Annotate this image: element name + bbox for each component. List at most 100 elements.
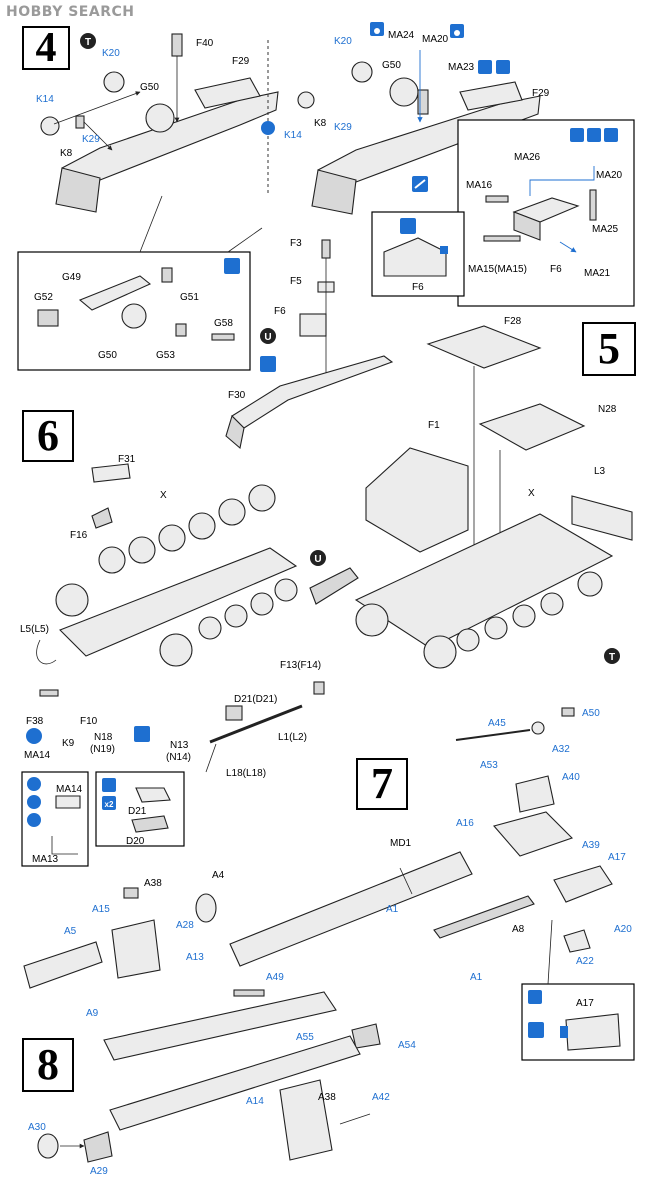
a17-detail-callout <box>547 919 553 985</box>
label-pe-ma21: MA21 <box>584 268 611 279</box>
part-ma23 <box>417 89 429 115</box>
label-k29: K29 <box>82 134 100 145</box>
cut-icon-ma14 <box>26 728 42 744</box>
label-pe-ma26: MA26 <box>514 152 541 163</box>
label-n28: N28 <box>598 404 617 415</box>
label-pe-ma16: MA16 <box>466 180 493 191</box>
glue-icon-idler <box>224 258 240 274</box>
label-f6-step5: F6 <box>274 306 286 317</box>
label-l3: L3 <box>594 466 606 477</box>
label-f38: F38 <box>26 716 44 727</box>
hull-front-plate-right <box>311 169 357 215</box>
label-a1-bottom: A1 <box>470 972 483 983</box>
label-a30: A30 <box>28 1122 46 1133</box>
pe-icons <box>570 128 618 142</box>
superstructure-f1 <box>365 447 469 553</box>
step-8-group: A4 A38 A15 A28 A5 A13 A49 A9 A55 A54 A14… <box>23 870 416 1177</box>
deck-n28 <box>478 403 586 451</box>
label-d21: D21(D21) <box>234 694 277 705</box>
label-a45: A45 <box>488 718 506 729</box>
label-a20: A20 <box>614 924 632 935</box>
label-a8: A8 <box>512 924 525 935</box>
label-f31: F31 <box>118 454 136 465</box>
label-a1-top: A1 <box>386 904 399 915</box>
label-f30: F30 <box>228 390 246 401</box>
label-pe-sub-f6: F6 <box>412 282 424 293</box>
label-a38-lower: A38 <box>318 1092 336 1103</box>
marker-t-step4 <box>80 33 96 49</box>
cap-k14-right <box>297 91 315 109</box>
gun-mount-a9 <box>103 991 337 1061</box>
label-x-step6: X <box>160 490 167 501</box>
part-a50 <box>561 707 575 717</box>
pe-ma26-line <box>529 166 595 196</box>
label-a38: A38 <box>144 878 162 889</box>
cut-icon-ma <box>27 813 41 827</box>
step-7-box: 7 <box>356 758 408 810</box>
part-a32 <box>531 721 545 735</box>
front-plate-step5 <box>309 567 359 605</box>
pe-ma16 <box>485 195 509 203</box>
part-g53 <box>175 323 187 337</box>
part-a42 <box>339 1113 371 1125</box>
part-a45 <box>455 729 531 741</box>
idler-g50-right <box>389 77 419 107</box>
idler-callout-2 <box>227 227 263 253</box>
label-k14: K14 <box>36 94 54 105</box>
label-a54: A54 <box>398 1040 416 1051</box>
label-a9: A9 <box>86 1008 99 1019</box>
gun-barrel-md1 <box>229 851 473 967</box>
label-k20-right: K20 <box>334 36 352 47</box>
cable-l5 <box>36 639 57 665</box>
label-n19: (N19) <box>90 744 115 755</box>
road-wheels-step6-top <box>98 484 276 574</box>
label-n14: (N14) <box>166 752 191 763</box>
label-x-step5: X <box>528 488 535 499</box>
cap-k14 <box>40 116 60 136</box>
marker-u-step5 <box>260 328 276 344</box>
label-k29-right: K29 <box>334 122 352 133</box>
x2-icon <box>102 796 116 810</box>
tow-plate-f29-right <box>459 81 523 111</box>
a17-highlight <box>560 1026 568 1038</box>
label-f16: F16 <box>70 530 88 541</box>
part-f16 <box>91 507 113 529</box>
cut-icon-divider <box>261 121 275 135</box>
label-a50: A50 <box>582 708 600 719</box>
label-ma14: MA14 <box>24 750 51 761</box>
wheel-k20 <box>103 71 125 93</box>
part-d20-detail <box>131 815 169 833</box>
label-f29: F29 <box>232 56 250 67</box>
step-4-number: 4 <box>35 25 57 71</box>
step-5-number: 5 <box>598 324 620 373</box>
label-pe-ma15: MA15(MA15) <box>468 264 527 275</box>
label-k14-right: K14 <box>284 130 302 141</box>
road-wheels-step5 <box>355 571 603 669</box>
label-a17-detail: A17 <box>576 998 594 1009</box>
label-l5: L5(L5) <box>20 624 49 635</box>
paint-icon-ma <box>27 795 41 809</box>
tow-plate-f29 <box>194 77 261 109</box>
step-7-group: A45 A50 A32 A53 A40 A16 A39 A17 MD1 A8 A… <box>229 707 635 1061</box>
idler-g50-detail <box>121 303 147 329</box>
step-8-box: 8 <box>22 1038 74 1092</box>
cut-icon-step5 <box>260 356 276 372</box>
step-6-box: 6 <box>22 410 74 462</box>
label-n13: N13 <box>170 740 189 751</box>
breech-a17 <box>553 865 613 903</box>
part-d21-detail <box>135 787 171 803</box>
barrel-seam <box>399 867 413 895</box>
road-wheels-step6-bottom <box>55 578 298 667</box>
part-f3 <box>321 239 331 259</box>
idler-arm-g49 <box>78 275 152 311</box>
glue-icon-a17 <box>528 990 542 1004</box>
watermark: HOBBY SEARCH <box>6 4 135 20</box>
label-a4: A4 <box>212 870 225 881</box>
part-k8 <box>75 115 85 129</box>
marker-t-step4-label: T <box>85 37 91 48</box>
label-f5: F5 <box>290 276 302 287</box>
part-ma14-detail <box>55 795 81 809</box>
label-ma20: MA20 <box>422 34 449 45</box>
label-a42: A42 <box>372 1092 390 1103</box>
